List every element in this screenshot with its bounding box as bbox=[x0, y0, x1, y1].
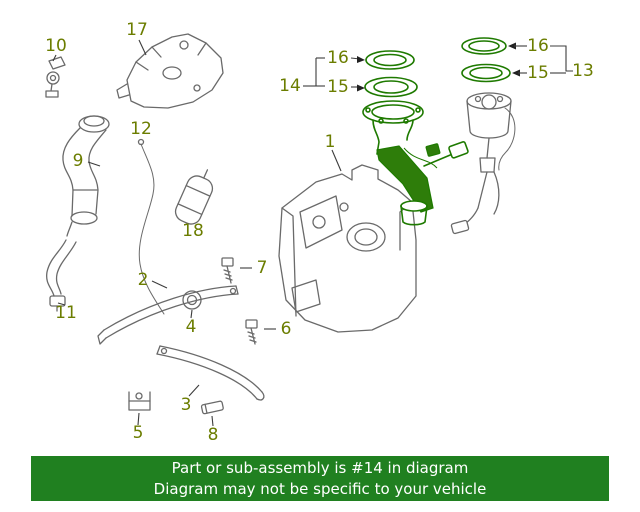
callout-12: 12 bbox=[130, 119, 152, 139]
callout-3: 3 bbox=[180, 395, 192, 415]
callout-8: 8 bbox=[207, 425, 219, 445]
part-6-bolt bbox=[245, 319, 276, 345]
callout-5: 5 bbox=[132, 423, 144, 443]
callout-leader-lines bbox=[303, 42, 573, 92]
callout-18: 18 bbox=[182, 221, 204, 241]
part-8-plate bbox=[200, 400, 224, 427]
callout-10: 10 bbox=[45, 36, 67, 56]
callout-13: 13 bbox=[572, 61, 594, 81]
part-13-sender-unit bbox=[450, 92, 516, 235]
part-18-fuel-filter bbox=[174, 169, 214, 225]
part-14-fuel-pump-assembly-highlighted bbox=[362, 50, 469, 226]
callout-16-right: 16 bbox=[527, 36, 549, 56]
banner-line-1: Part or sub-assembly is #14 in diagram bbox=[171, 459, 469, 477]
callout-14: 14 bbox=[279, 76, 301, 96]
part-9-filler-neck bbox=[62, 115, 110, 237]
part-5-clip bbox=[128, 391, 151, 426]
callout-4: 4 bbox=[185, 317, 197, 337]
part-17-shield bbox=[116, 33, 224, 109]
callout-2: 2 bbox=[137, 270, 149, 290]
callout-15-right: 15 bbox=[527, 63, 549, 83]
callout-9: 9 bbox=[72, 151, 84, 171]
part-10-clip bbox=[45, 54, 66, 98]
banner-line-2: Diagram may not be specific to your vehi… bbox=[153, 480, 487, 498]
part-12-vent-hose bbox=[137, 138, 165, 315]
callout-17: 17 bbox=[126, 20, 148, 40]
callout-1: 1 bbox=[324, 132, 336, 152]
callout-7: 7 bbox=[256, 258, 268, 278]
part-4-grommet bbox=[182, 290, 202, 319]
callout-6: 6 bbox=[280, 319, 292, 339]
part-7-bolt bbox=[221, 257, 252, 284]
part-16-15-rings-right-highlighted bbox=[461, 37, 511, 83]
callout-11: 11 bbox=[55, 303, 77, 323]
callout-16-left: 16 bbox=[327, 48, 349, 68]
part-1-fuel-tank bbox=[278, 149, 417, 333]
part-2-strap bbox=[97, 280, 239, 345]
callout-15-left: 15 bbox=[327, 77, 349, 97]
part-3-strap bbox=[156, 345, 265, 401]
info-banner: Part or sub-assembly is #14 in diagram D… bbox=[31, 456, 609, 501]
part-11-hose bbox=[45, 239, 77, 312]
